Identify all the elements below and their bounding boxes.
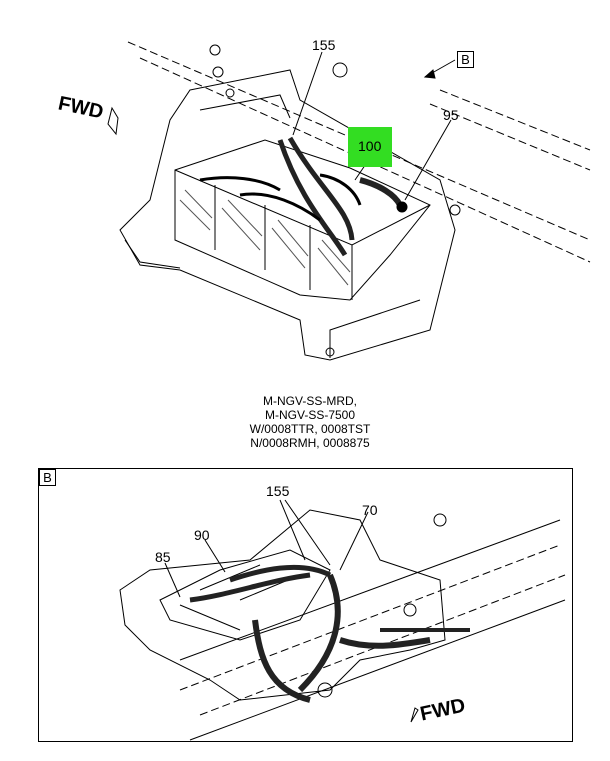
view-b-marker: B [457,51,474,68]
caption-line: N/0008RMH, 0008875 [250,436,370,450]
applicability-caption: M-NGV-SS-MRD, M-NGV-SS-7500 W/0008TTR, 0… [230,394,390,450]
top-view-drawing [107,41,591,361]
callout-100: 100 [358,138,382,154]
callout-155-detail: 155 [266,483,290,499]
highlighted-part-box [348,127,392,167]
caption-line: M-NGV-SS-MRD, [263,394,357,408]
caption-line: M-NGV-SS-7500 [264,408,356,422]
callout-155-top: 155 [312,37,336,53]
caption-line: W/0008TTR, 0008TST [249,422,371,436]
callout-95: 95 [443,107,459,123]
callout-90: 90 [194,527,210,543]
callout-85: 85 [155,549,171,565]
detail-b-drawing [119,499,566,741]
detail-b-label: B [39,469,56,486]
detail-b-frame [38,468,573,742]
callout-70: 70 [362,502,378,518]
